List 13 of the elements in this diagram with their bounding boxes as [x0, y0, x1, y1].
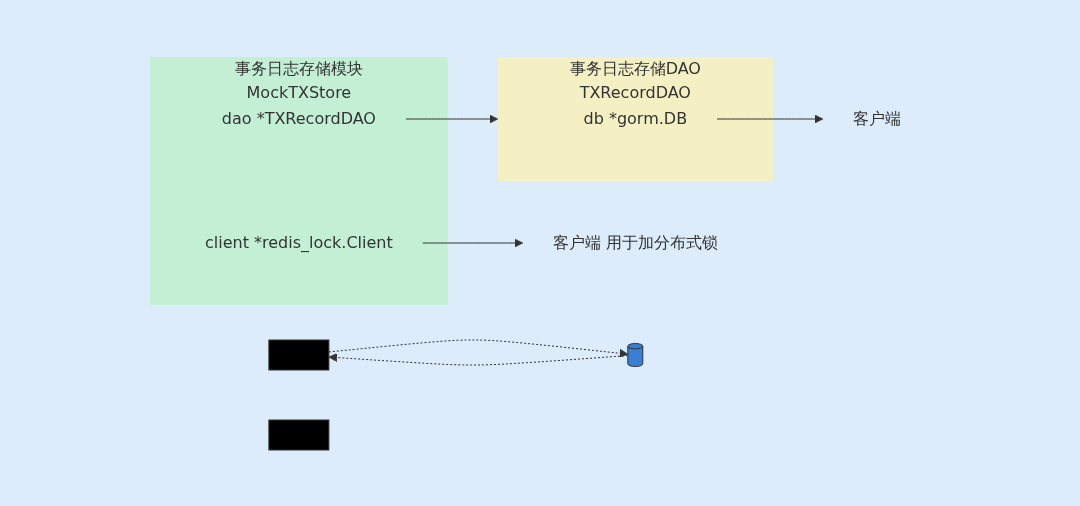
node-text: dao *TXRecordDAO	[221, 108, 376, 128]
arrow	[421, 238, 523, 247]
node-box	[267, 339, 329, 370]
node-text: 客户端 用于加分布式锁	[552, 232, 718, 252]
node-cylinder	[626, 342, 643, 367]
arrow	[328, 352, 628, 365]
arrow	[716, 114, 823, 123]
arrow	[405, 114, 498, 123]
node-text: client *redis_lock.Client	[204, 232, 393, 252]
node-text: db *gorm.DB	[583, 108, 687, 128]
arrow	[327, 339, 628, 358]
node-text: 客户端	[852, 108, 901, 128]
node-box	[267, 419, 329, 450]
